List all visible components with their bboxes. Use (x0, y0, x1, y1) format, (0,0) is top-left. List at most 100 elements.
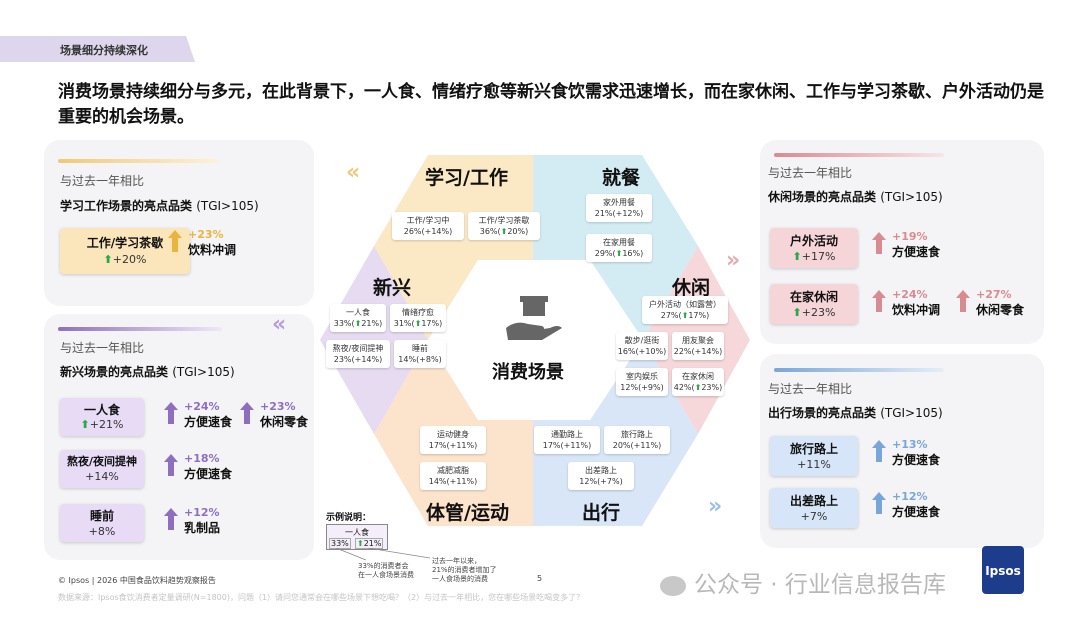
study-card: 与过去一年相比 学习工作场景的亮点品类 (TGI>105) 工作/学习茶歇 ⬆+… (44, 140, 314, 306)
segment-title-leisure: 休闲 (672, 277, 711, 299)
wechat-icon (660, 575, 686, 596)
hex-item-leisure-outdoor: 户外活动（如露营）27%(⬆17%) (642, 296, 728, 324)
up-arrow-icon: ⬆ (615, 249, 623, 258)
gain-category: 乳制品 (184, 521, 221, 535)
up-arrow-icon: ⬆ (414, 319, 422, 328)
new-card-compare: 与过去一年相比 (60, 341, 145, 355)
chip-value: ⬆+23% (792, 306, 836, 319)
gain-category: 方便速食 (184, 467, 233, 481)
gain-category: 方便速食 (892, 505, 941, 519)
headline: 消费场景持续细分与多元，在此背景下，一人食、情绪疗愈等新兴食饮需求迅速增长，而在… (58, 82, 1044, 127)
gain-category: 饮料冲调 (188, 243, 237, 257)
gain-category: 饮料冲调 (892, 303, 941, 317)
travel-card-compare: 与过去一年相比 (768, 382, 853, 396)
leisure-card-title: 休闲场景的亮点品类 (TGI>105) (768, 190, 943, 204)
example-label: 示例说明： (326, 513, 372, 523)
up-arrow-icon: ⬆ (357, 539, 364, 548)
gain-category: 方便速食 (184, 415, 233, 429)
gain-pct: +24% (184, 400, 220, 413)
chevron-left-icon: « (272, 312, 287, 337)
chip-value: +11% (797, 458, 831, 471)
study-card-title: 学习工作场景的亮点品类 (TGI>105) (60, 199, 259, 213)
gain-pct: +12% (892, 490, 928, 503)
chip-value: ⬆+20% (103, 253, 147, 266)
up-arrow-icon: ⬆ (354, 319, 362, 328)
gain-pct: +18% (184, 452, 220, 465)
page-number: 5 (537, 574, 543, 583)
footer-copyright: © Ipsos | 2026 中国食品饮料趋势观察报告 (58, 576, 216, 585)
study-card-accent (58, 159, 218, 163)
chip-value: ⬆+21% (80, 418, 124, 431)
up-arrow-icon: ⬆ (792, 250, 802, 263)
gain-category: 方便速食 (892, 245, 941, 259)
up-arrow-icon (872, 232, 886, 254)
segment-title-dining: 就餐 (602, 167, 641, 189)
example-note-2: 过去一年以来，21%的消费者增加了一人食场景的消费 (432, 557, 497, 583)
segment-title-study: 学习/工作 (425, 167, 508, 189)
up-arrow-icon (872, 290, 886, 312)
example-connector-lines (335, 548, 431, 561)
section-tag-background (0, 36, 195, 62)
up-arrow-icon: ⬆ (500, 227, 508, 236)
new-card-accent (58, 327, 222, 331)
travel-card: 与过去一年相比 出行场景的亮点品类 (TGI>105) 旅行路上 +11% +1… (760, 354, 1044, 548)
leisure-card-compare: 与过去一年相比 (768, 166, 853, 180)
up-arrow-icon (956, 290, 970, 312)
chip-name: 旅行路上 (789, 442, 838, 456)
new-chip-bedtime: 睡前 +8% (60, 504, 144, 542)
travel-chip-business: 出差路上 +7% (770, 488, 858, 528)
segment-title-new: 新兴 (373, 277, 412, 299)
segment-title-fitness: 体管/运动 (426, 502, 509, 524)
up-arrow-icon (164, 508, 178, 530)
gain-pct: +13% (892, 438, 928, 451)
up-arrow-icon (164, 454, 178, 476)
chip-name: 在家休闲 (789, 290, 838, 304)
up-arrow-icon: ⬆ (792, 306, 802, 319)
leisure-chip-home: 在家休闲 ⬆+23% (770, 284, 858, 324)
section-tag: 场景细分持续深化 (0, 36, 195, 62)
chip-name: 熬夜/夜间提神 (66, 455, 138, 468)
section-tag-label: 场景细分持续深化 (60, 44, 148, 57)
chip-name: 工作/学习茶歇 (86, 236, 164, 250)
gain-category: 方便速食 (892, 453, 941, 467)
example-note-1: 33%的消费者会在一人食场景消费 (358, 562, 414, 579)
leisure-chip-outdoor: 户外活动 ⬆+17% (770, 228, 858, 268)
chip-value: +7% (800, 510, 828, 523)
gain-pct: +23% (188, 228, 224, 241)
up-arrow-icon (168, 230, 182, 252)
up-arrow-icon (872, 492, 886, 514)
data-source: 数据来源：Ipsos食饮消费者定量调研(N=1800)，问题（1）请问您通常会在… (58, 593, 585, 602)
travel-chip-trip: 旅行路上 +11% (770, 436, 858, 476)
up-arrow-icon: ⬆ (103, 253, 113, 266)
gain-pct: +24% (892, 288, 928, 301)
new-card-title: 新兴场景的亮点品类 (TGI>105) (60, 365, 235, 379)
hand-box-icon (506, 296, 562, 340)
gain-pct: +19% (892, 230, 928, 243)
gain-category: 休闲零食 (976, 303, 1025, 317)
new-card: 与过去一年相比 新兴场景的亮点品类 (TGI>105) 一人食 ⬆+21% +2… (44, 314, 314, 560)
gain-pct: +12% (184, 506, 220, 519)
chip-name: 一人食 (83, 403, 120, 417)
chip-value: +8% (88, 525, 116, 538)
example-name: 一人食 (345, 528, 369, 537)
leisure-card: 与过去一年相比 休闲场景的亮点品类 (TGI>105) 户外活动 ⬆+17% +… (760, 140, 1044, 344)
example-box: 一人食 33% ⬆21% (326, 524, 388, 550)
gain-pct: +27% (976, 288, 1012, 301)
study-chip-break: 工作/学习茶歇 ⬆+20% (60, 228, 190, 274)
up-arrow-icon: ⬆ (681, 311, 689, 320)
